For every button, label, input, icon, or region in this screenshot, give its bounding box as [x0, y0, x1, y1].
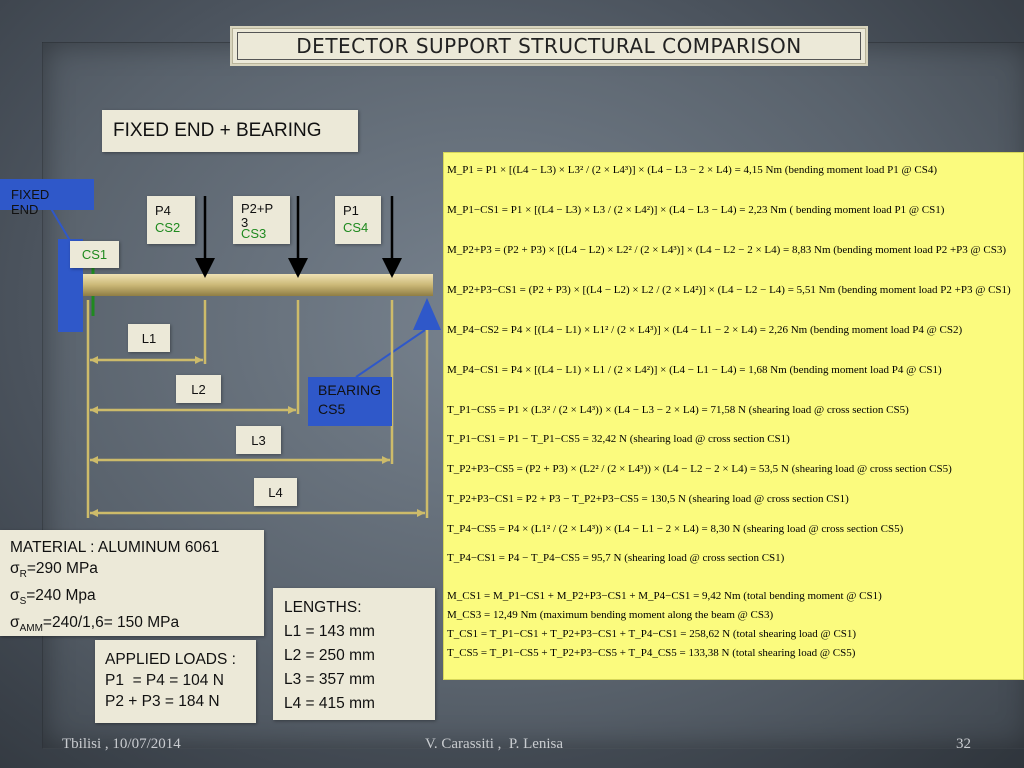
- formula-line: M_P1−CS1 = P1 × [(L4 − L3) × L3 / (2 × L…: [447, 204, 945, 216]
- sigma-s-line: σS=240 Mpa: [10, 587, 96, 608]
- cs1-label: CS1: [81, 247, 108, 262]
- subtitle-box: FIXED END + BEARING: [102, 110, 358, 152]
- length-l4: L4 = 415 mm: [284, 695, 375, 712]
- applied-loads-title: APPLIED LOADS :: [105, 651, 236, 668]
- formula-line: M_P2+P3−CS1 = (P2 + P3) × [(L4 − L2) × L…: [447, 284, 1011, 296]
- formula-line: T_CS1 = T_P1−CS1 + T_P2+P3−CS1 + T_P4−CS…: [447, 628, 857, 640]
- formula-line: T_P1−CS5 = P1 × (L3² / (2 × L4³)) × (L4 …: [447, 404, 909, 416]
- load-label-p1: P1 CS4: [335, 196, 381, 244]
- lengths-title: LENGTHS:: [284, 599, 362, 616]
- formula-line: M_P1 = P1 × [(L4 − L3) × L3² / (2 × L4³)…: [447, 164, 937, 176]
- load-section: CS4: [343, 220, 369, 235]
- length-label: L4: [268, 484, 283, 500]
- fixed-end-label-box: FIXED END: [0, 179, 94, 217]
- material-title: MATERIAL : ALUMINUM 6061: [10, 539, 220, 556]
- footer-authors: V. Carassiti , P. Lenisa: [425, 736, 564, 752]
- formula-line: T_CS5 = T_P1−CS5 + T_P2+P3−CS5 + T_P4_CS…: [447, 647, 856, 659]
- length-l1: L1 = 143 mm: [284, 623, 375, 640]
- length-label-l3: L3: [236, 426, 281, 454]
- formula-line: T_P2+P3−CS5 = (P2 + P3) × (L2² / (2 × L4…: [447, 463, 952, 475]
- formula-line: M_P4−CS2 = P4 × [(L4 − L1) × L1² / (2 × …: [447, 324, 963, 336]
- length-l2: L2 = 250 mm: [284, 647, 375, 664]
- load-label-p4: P4 CS2: [147, 196, 195, 244]
- page-title: DETECTOR SUPPORT STRUCTURAL COMPARISON: [237, 32, 861, 60]
- applied-loads-box: APPLIED LOADS : P1 = P4 = 104 N P2 + P3 …: [95, 640, 256, 723]
- load-label-p2p3: P2+P3 CS3: [233, 196, 290, 244]
- footer-slide-number: 32: [956, 736, 971, 752]
- load-name: P2+P3: [241, 201, 274, 230]
- sigma-r-value: =290 MPa: [26, 560, 98, 577]
- title-box: DETECTOR SUPPORT STRUCTURAL COMPARISON: [230, 26, 868, 66]
- formula-line: T_P4−CS1 = P4 − T_P4−CS5 = 95,7 N (shear…: [447, 552, 785, 564]
- formula-line: T_P2+P3−CS1 = P2 + P3 − T_P2+P3−CS5 = 13…: [447, 493, 849, 505]
- fixed-end-label: FIXED END: [11, 187, 50, 217]
- length-l3: L3 = 357 mm: [284, 671, 375, 688]
- load-section: CS2: [155, 220, 181, 235]
- cs1-label-box: CS1: [70, 241, 119, 268]
- sigma-amm-value: =240/1,6= 150 MPa: [42, 614, 180, 632]
- length-label: L1: [141, 330, 157, 346]
- bearing-label: BEARING CS5: [318, 382, 382, 417]
- sigma-amm-line: σAMM=240/1,6= 150 MPa: [10, 614, 180, 635]
- length-label-l1: L1: [128, 324, 170, 352]
- material-box: MATERIAL : ALUMINUM 6061 σR=290 MPa σS=2…: [0, 530, 264, 636]
- formula-panel: M_P1 = P1 × [(L4 − L3) × L3² / (2 × L4³)…: [443, 152, 1024, 680]
- bearing-label-box: BEARING CS5: [308, 377, 392, 426]
- length-label-l4: L4: [254, 478, 297, 506]
- length-label: L3: [251, 432, 266, 448]
- load-name: P1: [343, 203, 359, 218]
- formula-line: M_P2+P3 = (P2 + P3) × [(L4 − L2) × L2² /…: [447, 244, 1007, 256]
- subtitle: FIXED END + BEARING: [113, 120, 322, 141]
- formula-line: T_P1−CS1 = P1 − T_P1−CS5 = 32,42 N (shea…: [447, 433, 790, 445]
- footer-location-date: Tbilisi , 10/07/2014: [62, 736, 181, 752]
- sigma-r-line: σR=290 MPa: [10, 560, 98, 581]
- load-section: CS3: [241, 226, 267, 241]
- formula-line: T_P4−CS5 = P4 × (L1² / (2 × L4³)) × (L4 …: [447, 523, 904, 535]
- formula-line: M_CS3 = 12,49 Nm (maximum bending moment…: [447, 609, 774, 621]
- lengths-box: LENGTHS: L1 = 143 mm L2 = 250 mm L3 = 35…: [273, 588, 435, 720]
- applied-loads-line2: P2 + P3 = 184 N: [105, 693, 220, 710]
- applied-loads-line1: P1 = P4 = 104 N: [105, 672, 224, 689]
- sigma-s-value: =240 Mpa: [26, 587, 96, 605]
- formula-line: M_P4−CS1 = P4 × [(L4 − L1) × L1 / (2 × L…: [447, 364, 942, 376]
- formula-line: M_CS1 = M_P1−CS1 + M_P2+P3−CS1 + M_P4−CS…: [447, 590, 882, 602]
- load-name: P4: [155, 203, 171, 218]
- length-label: L2: [191, 381, 206, 397]
- length-label-l2: L2: [176, 375, 221, 403]
